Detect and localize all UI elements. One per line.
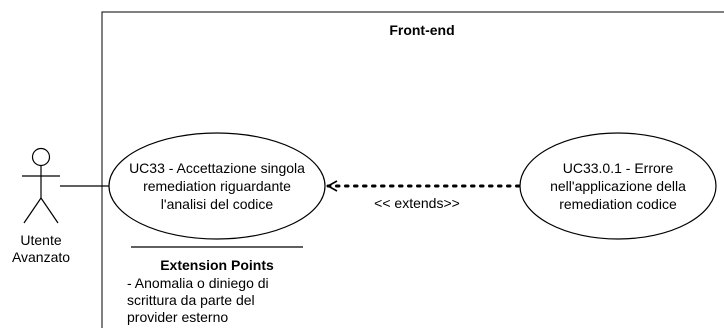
use-case-uc33-line2: remediation riguardante [143, 178, 291, 194]
use-case-uc33-line3: l'analisi del codice [161, 196, 274, 212]
extends-label: << extends>> [374, 195, 460, 211]
extension-points-title: Extension Points [160, 257, 274, 273]
actor-left-leg [23, 197, 42, 224]
system-boundary [101, 11, 724, 328]
actor-head [31, 147, 51, 167]
actor-figure [22, 147, 60, 224]
use-case-uc33-0-1-line1: UC33.0.1 - Errore [563, 160, 674, 176]
extension-points-line2: scrittura da parte del [127, 292, 255, 308]
use-case-uc33-line1: UC33 - Accettazione singola [129, 160, 305, 176]
extension-points-line1: - Anomalia o diniego di [127, 275, 269, 291]
extension-points-line3: provider esterno [127, 309, 228, 325]
use-case-uc33[interactable] [108, 132, 326, 240]
use-case-uc33-0-1-line2: nell'applicazione della [550, 178, 686, 194]
actor-name-line2: Avanzato [12, 249, 70, 265]
actor-name-line1: Utente [20, 232, 61, 248]
use-case-uc33-0-1-line3: remediation codice [559, 196, 677, 212]
system-title: Front-end [389, 22, 454, 38]
actor-right-leg [40, 197, 59, 224]
